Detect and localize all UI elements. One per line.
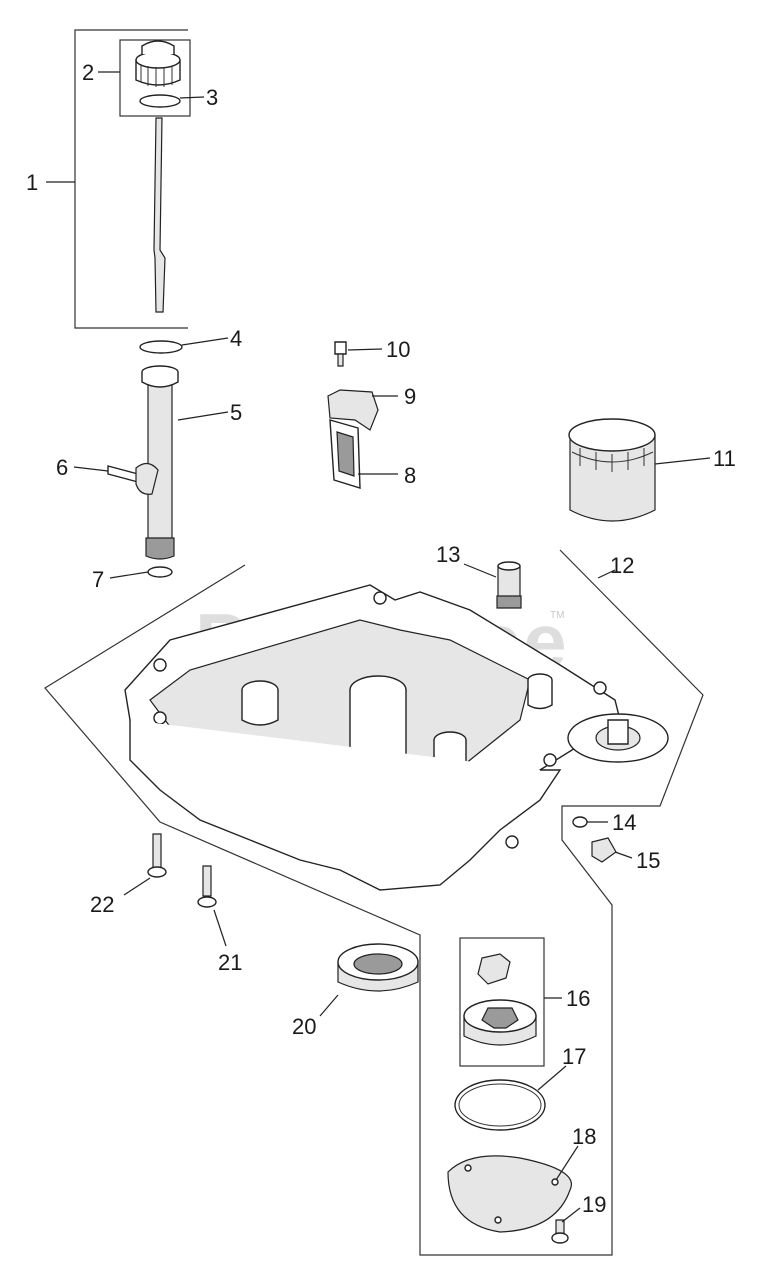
tube-o-ring-lower	[147, 566, 173, 578]
dipstick-cap	[135, 40, 181, 87]
pump-cover-screw	[551, 1219, 569, 1244]
callout-2: 2	[82, 60, 94, 85]
callout-20: 20	[292, 1014, 316, 1039]
cap-o-ring	[139, 94, 181, 108]
callout-15: 15	[636, 848, 660, 873]
callout-3: 3	[206, 85, 218, 110]
tube-bracket-screw	[107, 462, 159, 495]
callout-4: 4	[230, 326, 242, 351]
callout-7: 7	[92, 567, 104, 592]
drain-plug	[591, 837, 617, 863]
pump-o-ring-inner	[458, 1083, 542, 1127]
watermark-trademark: TM	[550, 610, 564, 621]
leader-lines	[46, 71, 711, 1223]
breather-screw	[334, 341, 347, 367]
dipstick-tube	[141, 365, 179, 560]
callout-19: 19	[582, 1192, 606, 1217]
callout-11: 11	[713, 446, 736, 471]
callout-6: 6	[56, 455, 68, 480]
callout-10: 10	[386, 337, 410, 362]
dipstick-assembly-box	[74, 29, 188, 329]
callout-17: 17	[562, 1044, 586, 1069]
callout-18: 18	[572, 1124, 596, 1149]
callout-5: 5	[230, 400, 242, 425]
callout-8: 8	[404, 463, 416, 488]
short-bolt	[197, 865, 217, 908]
callout-9: 9	[404, 384, 416, 409]
callout-13: 13	[436, 542, 460, 567]
callout-21: 21	[218, 950, 242, 975]
callout-12: 12	[610, 553, 634, 578]
breather-cover	[327, 389, 379, 431]
oil-pan-body	[124, 584, 669, 891]
dipstick-blade	[153, 117, 166, 313]
oil-pan-outline	[44, 549, 704, 1256]
callout-22: 22	[90, 892, 114, 917]
oil-pump-rotors	[463, 953, 537, 1046]
oil-pump-box	[459, 937, 545, 1067]
callout-labels: 1 2 3 4 5 6 7 8 9 10 11 12 13 14 15 16 1…	[26, 60, 736, 1217]
tube-o-ring-upper	[139, 340, 183, 354]
pump-cover	[447, 1155, 572, 1233]
callout-1: 1	[26, 170, 38, 195]
callout-16: 16	[566, 986, 590, 1011]
callout-14: 14	[612, 810, 636, 835]
filter-fitting	[496, 561, 522, 609]
pump-o-ring	[454, 1079, 546, 1131]
oil-filter	[568, 418, 656, 522]
drain-washer	[572, 816, 588, 828]
cap-box	[119, 39, 191, 117]
oil-seal	[337, 943, 419, 992]
breather-gasket	[329, 419, 361, 489]
long-bolt	[147, 833, 167, 878]
